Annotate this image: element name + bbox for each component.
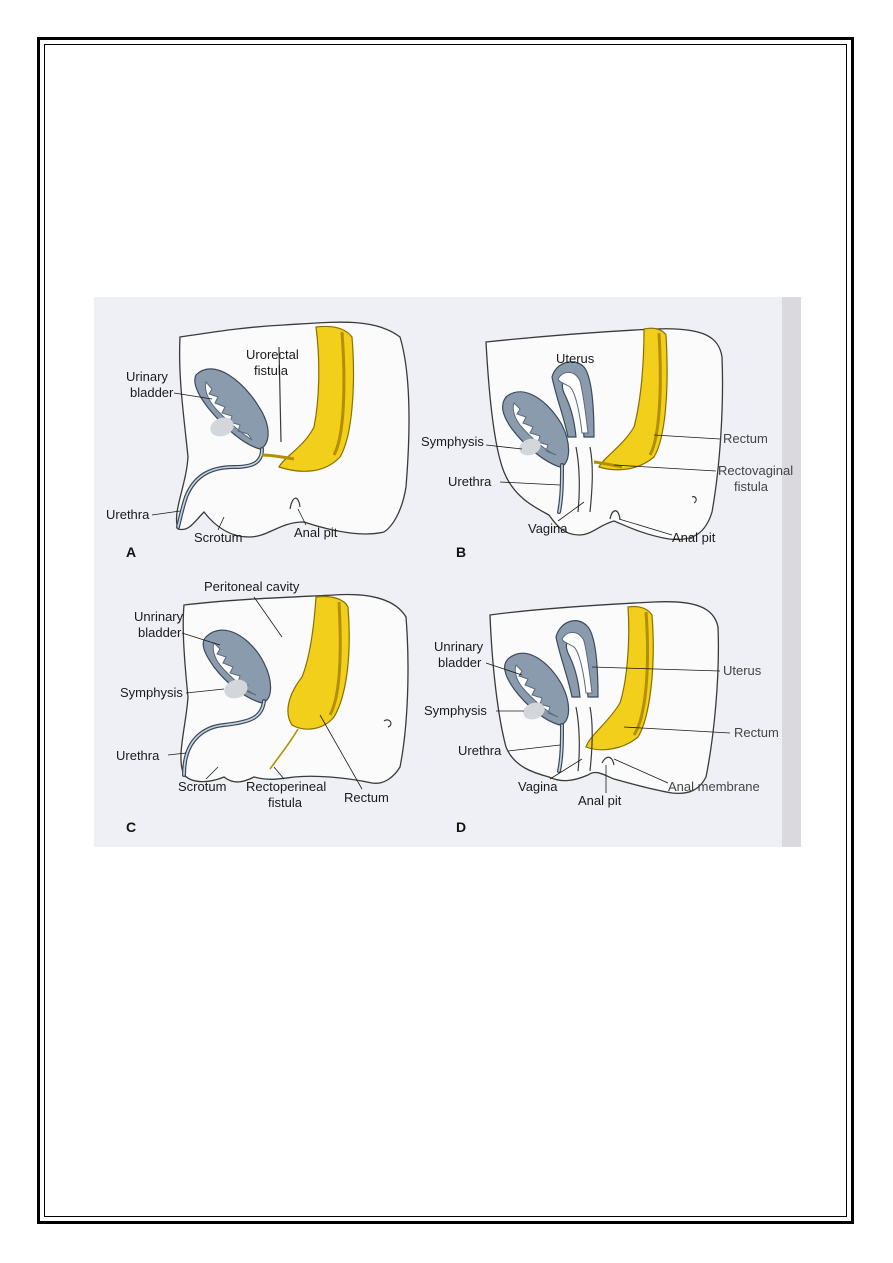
b-urethra-label: Urethra — [448, 474, 492, 489]
a-urethra-label: Urethra — [106, 507, 150, 522]
c-urinary-bladder-label-2: bladder — [138, 625, 182, 640]
b-anal-pit-label: Anal pit — [672, 530, 716, 545]
c-symphysis-label: Symphysis — [120, 685, 183, 700]
panel-b-letter: B — [456, 544, 466, 560]
c-scrotum-label: Scrotum — [178, 779, 226, 794]
d-urinary-bladder-label-2: bladder — [438, 655, 482, 670]
c-urethra-label: Urethra — [116, 748, 160, 763]
c-peritoneal-cavity-label: Peritoneal cavity — [204, 579, 300, 594]
a-urorectal-fistula-label-1: Urorectal — [246, 347, 299, 362]
d-anal-membrane-label: Anal membrane — [668, 779, 760, 794]
a-scrotum-label: Scrotum — [194, 530, 242, 545]
a-urinary-bladder-label-2: bladder — [130, 385, 174, 400]
panel-a-letter: A — [126, 544, 136, 560]
b-vagina-label: Vagina — [528, 521, 568, 536]
c-rectoperineal-fistula-label-2: fistula — [268, 795, 303, 810]
c-rectum-label: Rectum — [344, 790, 389, 805]
panel-c-letter: C — [126, 819, 136, 835]
c-rectoperineal-fistula-label-1: Rectoperineal — [246, 779, 326, 794]
page-border-outer — [37, 37, 854, 1224]
page-border-inner — [44, 44, 847, 1217]
panel-b — [485, 327, 724, 541]
panel-d-letter: D — [456, 819, 466, 835]
d-anal-pit-label: Anal pit — [578, 793, 622, 808]
b-rectovaginal-fistula-label-2: fistula — [734, 479, 769, 494]
b-rectovaginal-fistula-label-1: Rectovaginal — [718, 463, 793, 478]
d-rectum-label: Rectum — [734, 725, 779, 740]
a-urorectal-fistula-label-2: fistula — [254, 363, 289, 378]
d-vagina-label: Vagina — [518, 779, 558, 794]
a-urinary-bladder-label-1: Urinary — [126, 369, 168, 384]
d-urinary-bladder-label-1: Unrinary — [434, 639, 484, 654]
d-symphysis-label: Symphysis — [424, 703, 487, 718]
d-urethra-label: Urethra — [458, 743, 502, 758]
panel-d — [489, 601, 720, 795]
a-anal-pit-label: Anal pit — [294, 525, 338, 540]
anorectal-malformation-figure: Urinary bladder Urorectal fistula Urethr… — [94, 297, 801, 847]
panel-a — [175, 321, 410, 538]
b-rectum-label: Rectum — [723, 431, 768, 446]
scan-shadow — [782, 297, 801, 847]
c-urinary-bladder-label-1: Unrinary — [134, 609, 184, 624]
d-uterus-label: Uterus — [723, 663, 762, 678]
b-uterus-label: Uterus — [556, 351, 595, 366]
panel-c — [180, 593, 409, 784]
b-symphysis-label: Symphysis — [421, 434, 484, 449]
